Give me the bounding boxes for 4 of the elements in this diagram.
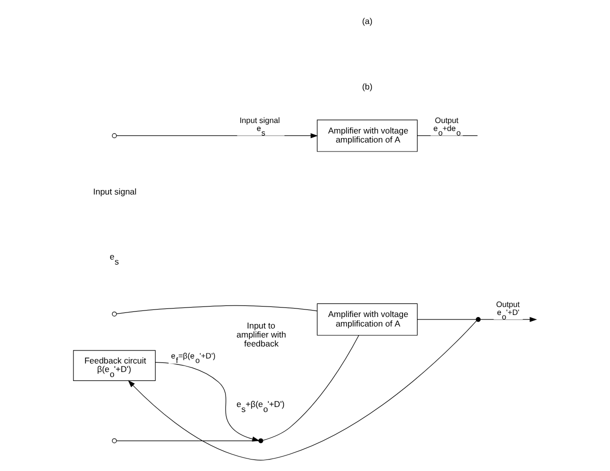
label: Input to amplifier with feedback: [236, 320, 286, 349]
label: (b): [362, 81, 372, 92]
label: Input signal: [93, 186, 137, 196]
label: (a): [362, 16, 372, 26]
